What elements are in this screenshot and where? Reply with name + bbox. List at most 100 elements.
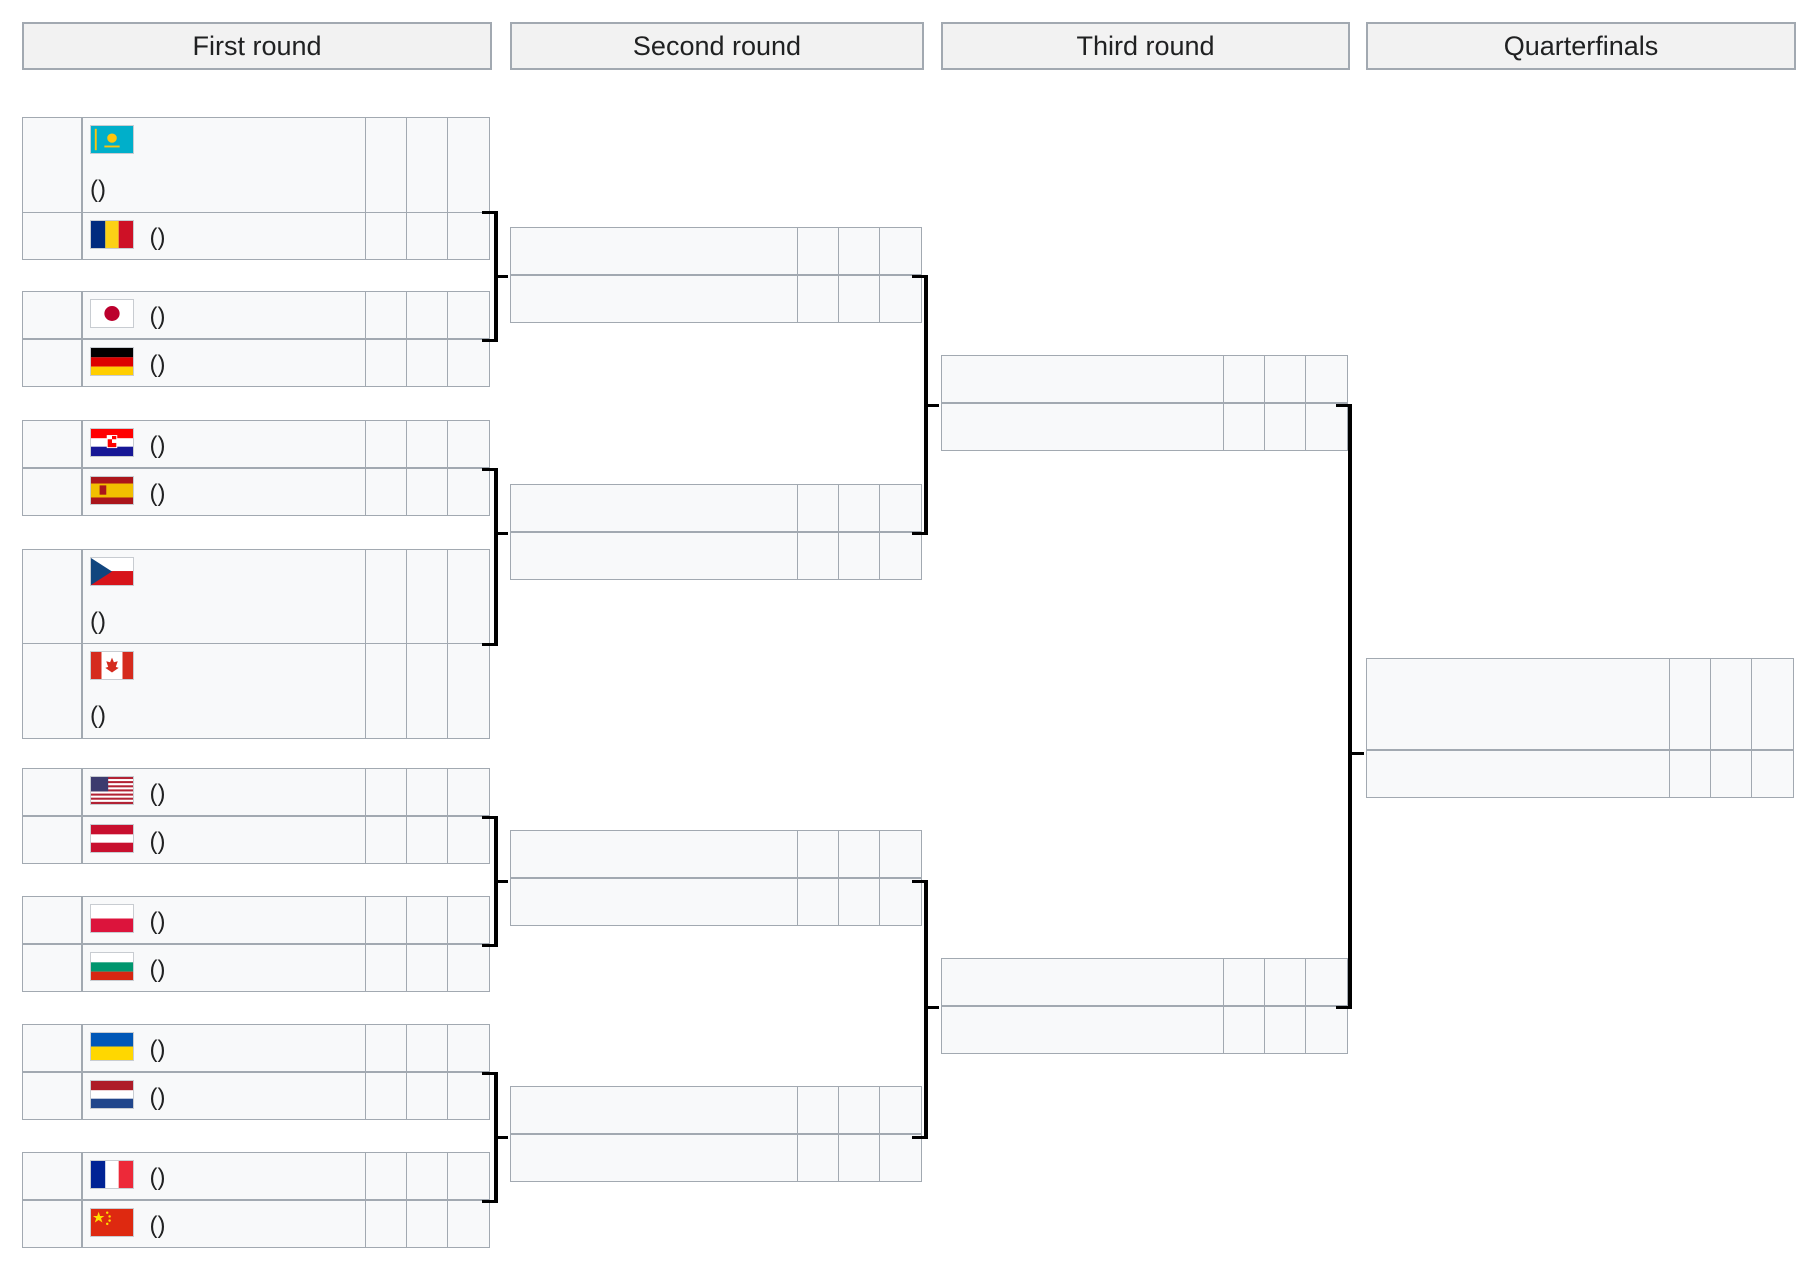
paren-open: ( — [149, 1084, 158, 1111]
second-round-match-3-score-set-3 — [880, 879, 921, 925]
player-score-set-2 — [407, 1153, 448, 1199]
player-score-set-3 — [448, 1201, 489, 1247]
second-round-match-3-player-cell — [511, 831, 798, 877]
player-score-set-3 — [448, 421, 489, 467]
quarterfinal-match-score-set-1 — [1670, 659, 1711, 749]
player-score-set-2 — [407, 213, 448, 259]
second-round-match-4-slot-1 — [510, 1086, 922, 1134]
third-round-match-2-slot-1 — [941, 958, 1348, 1006]
player-score-set-2 — [407, 1073, 448, 1119]
seed-cell — [23, 1153, 83, 1199]
paren-open: ( — [149, 780, 158, 807]
jpn-flag-icon — [90, 299, 134, 328]
bracket-connector — [1336, 1006, 1348, 1009]
second-round-match-1-slot-2 — [510, 275, 922, 323]
player-score-set-2 — [407, 421, 448, 467]
second-round-match-3-score-set-1 — [798, 831, 839, 877]
player-cell: () — [83, 469, 366, 515]
cro-flag-icon — [90, 428, 134, 457]
third-round-match-1-score-set-3 — [1306, 356, 1347, 402]
bracket-connector — [1348, 404, 1352, 1009]
bracket-connector — [494, 1136, 508, 1139]
paren-close: ) — [157, 303, 166, 330]
third-round-match-2-score-set-2 — [1265, 1007, 1306, 1053]
quarterfinal-match-score-set-3 — [1752, 659, 1793, 749]
second-round-match-1-score-set-3 — [880, 276, 921, 322]
seed-cell — [23, 1073, 83, 1119]
second-round-match-2-player-cell — [511, 533, 798, 579]
player-cell: () — [83, 817, 366, 863]
quarterfinal-match-slot-1 — [1366, 658, 1794, 750]
second-round-match-3-score-set-2 — [839, 879, 880, 925]
second-round-match-4-score-set-2 — [839, 1135, 880, 1181]
quarterfinal-match-score-set-2 — [1711, 659, 1752, 749]
second-round-match-4-player-cell — [511, 1135, 798, 1181]
player-score-set-1 — [366, 1153, 407, 1199]
aut-flag-icon — [90, 824, 134, 853]
player-score-set-2 — [407, 945, 448, 991]
paren-open: ( — [90, 608, 98, 635]
second-round-match-2-score-set-3 — [880, 485, 921, 531]
player-cell: () — [83, 769, 366, 815]
player-score-set-3 — [448, 945, 489, 991]
player-score-set-1 — [366, 1073, 407, 1119]
bracket-connector — [482, 468, 494, 471]
paren-open: ( — [149, 1036, 158, 1063]
player-score-set-1 — [366, 1201, 407, 1247]
second-round-match-4-score-set-1 — [798, 1087, 839, 1133]
bracket-connector — [494, 880, 508, 883]
player-score-set-3 — [448, 213, 489, 259]
second-round-match-1-player-cell — [511, 276, 798, 322]
second-round-match-1-player-cell — [511, 228, 798, 274]
bracket-connector — [912, 1136, 924, 1139]
player-score-set-3 — [448, 340, 489, 386]
player-row: () — [22, 944, 490, 992]
second-round-match-2-score-set-1 — [798, 485, 839, 531]
round-header-1: First round — [22, 22, 492, 70]
paren-open: ( — [149, 828, 158, 855]
seed-cell — [23, 945, 83, 991]
second-round-match-1-score-set-1 — [798, 276, 839, 322]
paren-close: ) — [157, 480, 166, 507]
round-header-4: Quarterfinals — [1366, 22, 1796, 70]
paren-close: ) — [98, 176, 106, 203]
player-score-set-3 — [448, 1153, 489, 1199]
usa-flag-icon — [90, 776, 134, 805]
paren-open: ( — [149, 1212, 158, 1239]
third-round-match-2-score-set-3 — [1306, 959, 1347, 1005]
player-score-set-1 — [366, 945, 407, 991]
player-cell: () — [83, 1025, 366, 1071]
bracket-connector — [924, 404, 939, 407]
third-round-match-2-player-cell — [942, 1007, 1224, 1053]
cze-flag-icon — [90, 557, 134, 586]
player-score-set-2 — [407, 550, 448, 644]
second-round-match-3-slot-2 — [510, 878, 922, 926]
player-row: () — [22, 468, 490, 516]
player-row: () — [22, 1024, 490, 1072]
seed-cell — [23, 550, 83, 644]
paren-close: ) — [157, 224, 166, 251]
player-row: () — [22, 896, 490, 944]
bracket-connector — [482, 643, 494, 646]
second-round-match-3-score-set-3 — [880, 831, 921, 877]
quarterfinal-match-score-set-3 — [1752, 751, 1793, 797]
player-cell: () — [83, 118, 366, 212]
paren-open: ( — [90, 176, 98, 203]
paren-close: ) — [157, 1036, 166, 1063]
paren-open: ( — [149, 908, 158, 935]
ger-flag-icon — [90, 347, 134, 376]
quarterfinal-match-player-cell — [1367, 751, 1670, 797]
player-score-set-2 — [407, 769, 448, 815]
player-row: () — [22, 643, 490, 739]
seed-cell — [23, 469, 83, 515]
second-round-match-2-score-set-2 — [839, 533, 880, 579]
second-round-match-2-score-set-1 — [798, 533, 839, 579]
second-round-match-3-slot-1 — [510, 830, 922, 878]
player-row: () — [22, 339, 490, 387]
player-row: () — [22, 1152, 490, 1200]
second-round-match-1-score-set-2 — [839, 276, 880, 322]
ukr-flag-icon — [90, 1032, 134, 1061]
third-round-match-2-score-set-2 — [1265, 959, 1306, 1005]
seed-cell — [23, 644, 83, 738]
